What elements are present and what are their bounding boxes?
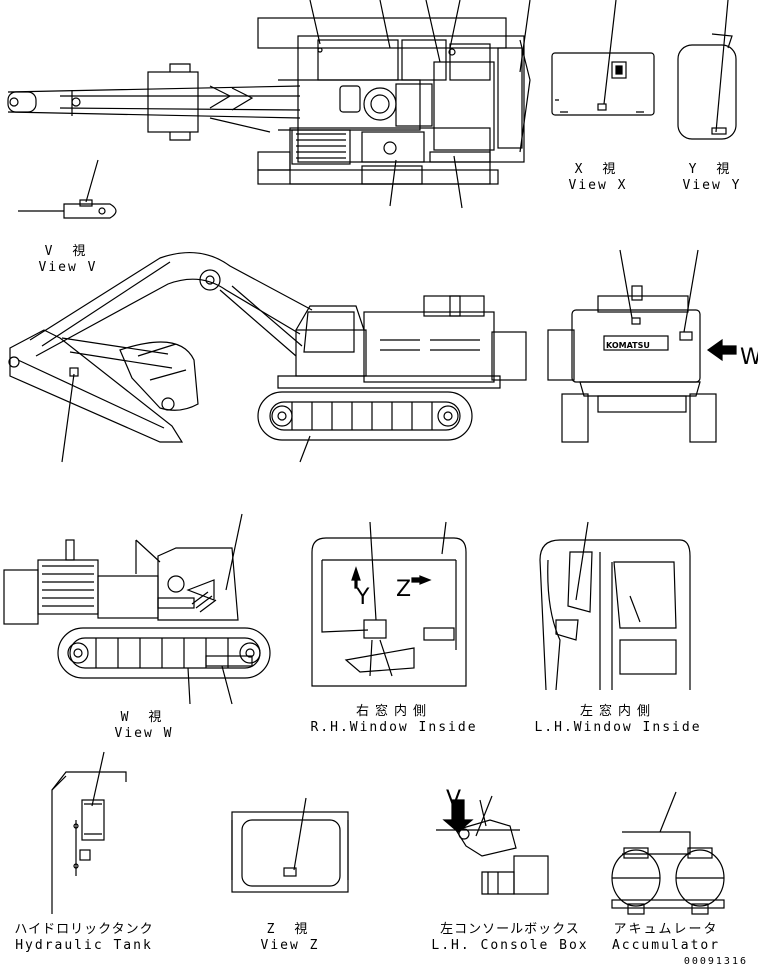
callout-y: Y [355, 585, 370, 610]
label-view-v-en: View V [38, 260, 98, 275]
label-view-w-jp: W 視 [120, 710, 168, 725]
label-accumulator-jp: アキュムレータ [613, 922, 719, 937]
label-view-y: Y 視 View Y [683, 162, 742, 194]
label-view-v-jp: V 視 [44, 244, 92, 259]
label-view-y-en: View Y [682, 178, 742, 193]
label-lh-window-jp: 左窓内側 [579, 704, 656, 719]
view-x-panel [551, 0, 655, 116]
callout-w: W [740, 345, 758, 370]
label-lh-window-en: L.H.Window Inside [534, 720, 702, 735]
label-view-x: X 視 View X [569, 162, 628, 194]
lever-detail-v [18, 199, 117, 219]
label-view-z: Z 視 View Z [261, 922, 320, 954]
label-view-x-jp: X 視 [574, 162, 622, 177]
label-lh-window: 左窓内側 L.H.Window Inside [534, 704, 701, 736]
hydraulic-tank [51, 751, 127, 914]
label-hydraulic-tank: ハイドロリックタンク Hydraulic Tank [14, 922, 153, 954]
lh-window-inside [539, 521, 691, 691]
label-view-v: V 視 View V [39, 244, 98, 276]
label-console-box-jp: 左コンソールボックス [440, 922, 580, 937]
excavator-side-view [8, 252, 527, 443]
view-z-panel [231, 797, 349, 893]
console-box [436, 795, 549, 895]
view-y-panel [677, 0, 737, 140]
label-console-box: 左コンソールボックス L.H. Console Box [431, 922, 588, 954]
label-view-w-en: View W [114, 726, 174, 741]
excavator-rear-view [547, 249, 737, 443]
excavator-top-view [7, 17, 531, 185]
label-rh-window: 右窓内側 R.H.Window Inside [310, 704, 477, 736]
callout-z: Z [396, 577, 411, 602]
label-view-z-jp: Z 視 [266, 922, 314, 937]
label-accumulator: アキュムレータ Accumulator [612, 922, 720, 954]
rh-window-inside [311, 521, 467, 687]
label-view-w: W 視 View W [115, 710, 174, 742]
leader-lines-side [61, 373, 311, 463]
label-rh-window-en: R.H.Window Inside [310, 720, 478, 735]
label-accumulator-en: Accumulator [611, 938, 721, 953]
label-hydraulic-tank-jp: ハイドロリックタンク [14, 922, 154, 937]
label-view-y-jp: Y 視 [688, 162, 736, 177]
brand-decal: KOMATSU [606, 341, 650, 350]
label-rh-window-jp: 右窓内側 [355, 704, 432, 719]
label-view-z-en: View Z [260, 938, 320, 953]
label-console-box-en: L.H. Console Box [431, 938, 589, 953]
excavator-view-w [3, 513, 271, 705]
accumulator [611, 791, 725, 915]
callout-v: V [446, 787, 461, 812]
label-view-x-en: View X [568, 178, 628, 193]
label-hydraulic-tank-en: Hydraulic Tank [15, 938, 153, 953]
document-id: 00091316 [683, 956, 748, 967]
leader-lines-top [85, 0, 531, 209]
